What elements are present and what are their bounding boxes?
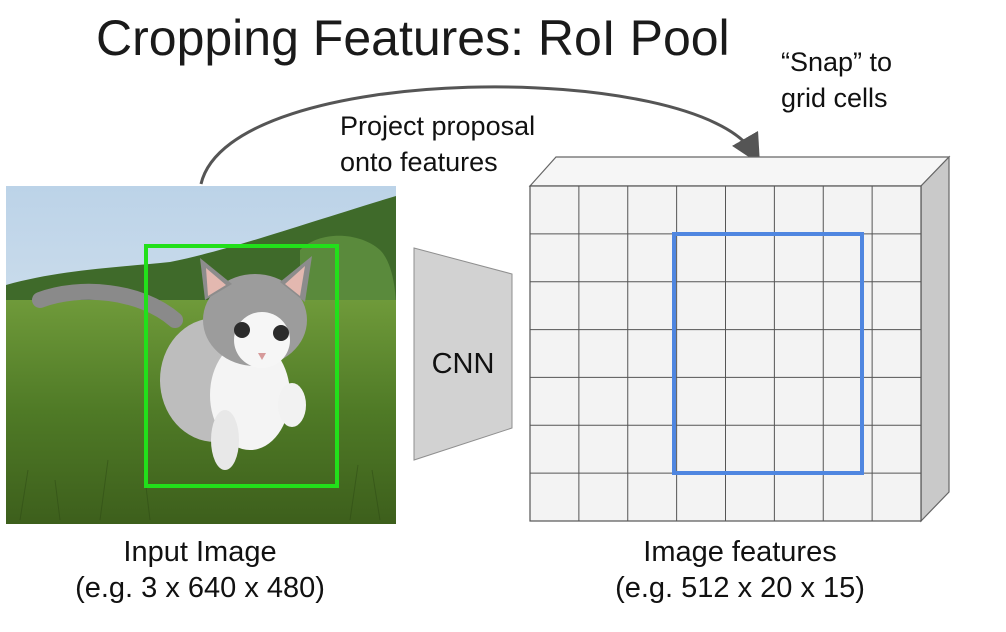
feature-caption-dims: (e.g. 512 x 20 x 15) [615, 572, 865, 604]
feature-caption: Image features (e.g. 512 x 20 x 15) [590, 534, 890, 606]
snap-annotation-line-1: “Snap” to [781, 47, 893, 77]
cnn-label: CNN [431, 348, 495, 380]
snapped-roi-box [672, 232, 864, 475]
project-annotation-line-2: onto features [340, 147, 498, 177]
feature-grid-lines [530, 186, 921, 521]
input-image-caption-dims: (e.g. 3 x 640 x 480) [75, 572, 325, 604]
input-image-caption-title: Input Image [123, 536, 277, 568]
snap-annotation-line-2: grid cells [781, 83, 888, 113]
project-annotation-line-1: Project proposal [340, 111, 536, 141]
feature-volume-side [920, 155, 950, 523]
feature-caption-title: Image features [643, 536, 837, 568]
region-proposal-box [144, 244, 339, 488]
projection-arrow [199, 85, 761, 185]
snap-annotation: “Snap” to grid cells [781, 44, 892, 116]
cnn-block [413, 247, 513, 461]
feature-volume-top [528, 156, 951, 187]
feature-volume [528, 155, 951, 523]
slide-title: Cropping Features: RoI Pool [96, 10, 730, 66]
input-image-caption: Input Image (e.g. 3 x 640 x 480) [60, 534, 340, 606]
kitten [32, 256, 312, 470]
project-annotation: Project proposal onto features [340, 108, 535, 180]
